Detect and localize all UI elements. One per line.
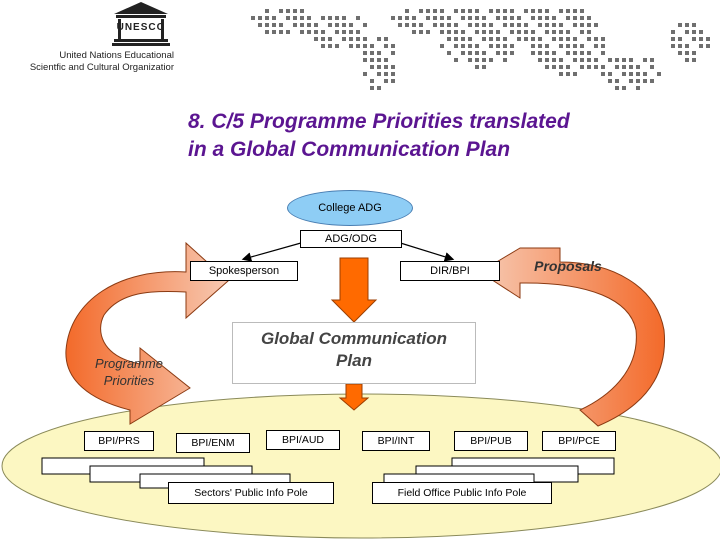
bpi-prs-box: BPI/PRS [84,431,154,451]
slide-title: 8. C/5 Programme Priorities translated i… [188,108,708,164]
svg-text:UNESCO: UNESCO [117,22,166,33]
spokesperson-box: Spokesperson [190,261,298,281]
arrow-to-dir-bpi [393,240,455,262]
organization-name: United Nations Educational Scientfic and… [10,50,174,74]
bpi-aud-box: BPI/AUD [266,430,340,450]
dir-bpi-box: DIR/BPI [400,261,500,281]
arrow-to-spokesperson [241,240,309,262]
college-adg-node: College ADG [287,190,413,226]
global-communication-plan-box [232,322,476,384]
field-office-public-info-pole: Field Office Public Info Pole [372,482,552,504]
title-line-1: 8. C/5 Programme Priorities translated [188,110,570,133]
gcp-input-arrow [330,257,378,323]
bpi-pce-box: BPI/PCE [542,431,616,451]
org-line-2: Scientfic and Cultural Organizatior [29,62,174,73]
programme-priorities-label: Programme Priorities [84,355,174,389]
global-communication-plan-label: Global Communication Plan [232,328,476,372]
adg-odg-box: ADG/ODG [300,230,402,248]
gcp-output-arrow [338,383,370,411]
title-line-2: in a Global Communication Plan [188,138,511,161]
sectors-public-info-pole: Sectors' Public Info Pole [168,482,334,504]
proposals-arrow [479,247,666,427]
world-map-graphic [251,9,710,90]
bpi-enm-box: BPI/ENM [176,433,250,453]
bpi-int-box: BPI/INT [362,431,430,451]
unesco-logo: UNESCO [112,2,170,46]
org-line-1: United Nations Educational [59,50,174,61]
proposals-label: Proposals [534,258,602,274]
programme-priorities-arrow [65,241,229,425]
programme-line-1: Programme [95,356,163,371]
gcp-line-1: Global Communication [260,329,448,348]
gcp-line-2: Plan [336,351,372,370]
bpi-pub-box: BPI/PUB [454,431,528,451]
programme-line-2: Priorities [103,373,155,388]
